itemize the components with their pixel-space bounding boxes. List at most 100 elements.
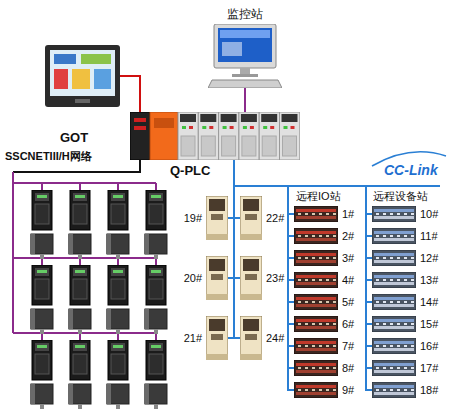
remote-io-station-icon xyxy=(294,250,338,266)
network-cable xyxy=(234,160,372,302)
touch-panel-icon xyxy=(45,45,120,107)
inverter-icon xyxy=(206,256,228,300)
remote-io-station: 5# xyxy=(294,294,338,310)
node-label: 24# xyxy=(266,332,284,344)
inverter-icon xyxy=(206,316,228,360)
network-cable xyxy=(234,160,294,368)
node-label: 9# xyxy=(342,384,354,396)
monitor-station-icon xyxy=(208,24,282,88)
network-cable xyxy=(234,160,372,390)
inverter: 20# xyxy=(206,256,228,300)
remote-device-station-icon xyxy=(372,272,416,288)
plc-rack: Q-PLC xyxy=(130,112,300,160)
network-cable xyxy=(234,160,294,324)
remote-device-station: 13# xyxy=(372,272,416,288)
remote-device-station-icon xyxy=(372,360,416,376)
remote-io-station: 3# xyxy=(294,250,338,266)
servo-amplifier xyxy=(30,190,167,409)
inverter-icon xyxy=(240,196,262,240)
network-cable xyxy=(234,160,294,390)
network-cable xyxy=(244,88,246,112)
remote-device-station: 18# xyxy=(372,382,416,398)
node-label: 监控站 xyxy=(227,8,263,21)
network-cable xyxy=(234,160,294,302)
network-cable xyxy=(234,160,372,280)
network-logo: CC-Link xyxy=(384,163,438,178)
network-cable xyxy=(234,160,372,258)
inverter: 23# xyxy=(240,256,262,300)
remote-io-station: 2# xyxy=(294,228,338,244)
node-label: 22# xyxy=(266,212,284,224)
node-label: 4# xyxy=(342,274,354,286)
inverter: 22# xyxy=(240,196,262,240)
touch-panel: GOT xyxy=(45,45,120,107)
inverter-icon xyxy=(240,316,262,360)
node-label: 10# xyxy=(420,208,438,220)
node-label: 3# xyxy=(342,252,354,264)
remote-io-station-icon xyxy=(294,316,338,332)
remote-device-station-icon xyxy=(372,382,416,398)
network-cable xyxy=(234,160,372,324)
group-label: 远程设备站 xyxy=(373,190,428,202)
node-label: 11# xyxy=(420,230,438,242)
remote-device-station-icon xyxy=(372,228,416,244)
group-label: 远程IO站 xyxy=(296,190,341,202)
remote-device-station-icon xyxy=(372,250,416,266)
inverter: 24# xyxy=(240,316,262,360)
node-label: 21# xyxy=(184,332,202,344)
plc-rack-icon xyxy=(130,112,300,160)
node-label: 8# xyxy=(342,362,354,374)
node-label: 18# xyxy=(420,384,438,396)
network-cable xyxy=(234,160,372,368)
node-label: 15# xyxy=(420,318,438,330)
node-label: 16# xyxy=(420,340,438,352)
inverter: 21# xyxy=(206,316,228,360)
cc-link-bus xyxy=(234,185,440,187)
inverter-icon xyxy=(240,256,262,300)
remote-device-station: 16# xyxy=(372,338,416,354)
remote-io-station-icon xyxy=(294,382,338,398)
remote-io-station-icon xyxy=(294,206,338,222)
remote-device-station-icon xyxy=(372,206,416,222)
node-label: 19# xyxy=(184,212,202,224)
node-label: 5# xyxy=(342,296,354,308)
remote-io-station-icon xyxy=(294,360,338,376)
node-label: 17# xyxy=(420,362,438,374)
network-label: SSCNETIII/H网络 xyxy=(5,150,92,162)
remote-device-station: 12# xyxy=(372,250,416,266)
remote-io-station-icon xyxy=(294,294,338,310)
remote-device-station-icon xyxy=(372,316,416,332)
remote-io-station-icon xyxy=(294,338,338,354)
remote-io-station: 7# xyxy=(294,338,338,354)
node-label: 14# xyxy=(420,296,438,308)
remote-io-station-icon xyxy=(294,272,338,288)
remote-io-station: 1# xyxy=(294,206,338,222)
remote-io-station-icon xyxy=(294,228,338,244)
network-cable xyxy=(234,160,294,258)
node-label: 20# xyxy=(184,272,202,284)
sscnet-cable xyxy=(13,183,156,340)
remote-device-station: 10# xyxy=(372,206,416,222)
remote-io-station: 4# xyxy=(294,272,338,288)
remote-io-station: 9# xyxy=(294,382,338,398)
network-cable xyxy=(234,160,294,280)
node-label: 13# xyxy=(420,274,438,286)
remote-device-station-icon xyxy=(372,294,416,310)
network-cable xyxy=(120,76,140,112)
remote-io-station: 8# xyxy=(294,360,338,376)
node-label: 12# xyxy=(420,252,438,264)
remote-io-station: 6# xyxy=(294,316,338,332)
remote-device-station: 17# xyxy=(372,360,416,376)
node-label: Q-PLC xyxy=(170,164,210,178)
remote-device-station: 11# xyxy=(372,228,416,244)
node-label: GOT xyxy=(60,131,88,145)
node-label: 2# xyxy=(342,230,354,242)
remote-device-station-icon xyxy=(372,338,416,354)
remote-device-station: 15# xyxy=(372,316,416,332)
remote-device-station: 14# xyxy=(372,294,416,310)
node-label: 7# xyxy=(342,340,354,352)
monitor-station: 监控站 xyxy=(208,24,282,88)
inverter-icon xyxy=(206,196,228,240)
sscnet-cable xyxy=(12,172,14,333)
